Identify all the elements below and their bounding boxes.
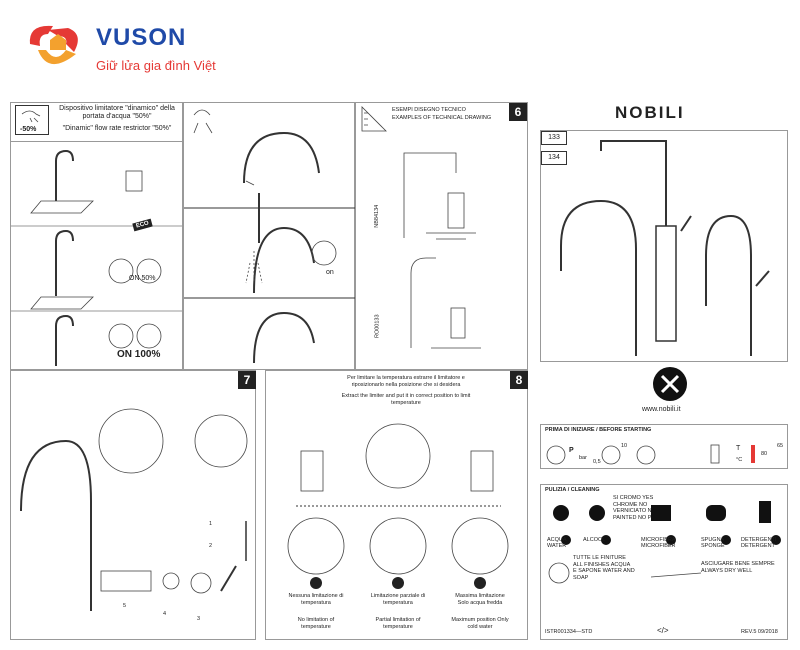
clean-detergent-en: DETERGENT: [741, 543, 775, 549]
technical-drawings: [403, 152, 481, 349]
model-133: 133: [541, 131, 567, 145]
clean-detergent: DETERGENTI: [741, 537, 777, 543]
drawing-title-it: ESEMPI DISEGNO TECNICO: [392, 107, 466, 113]
pressure-min: 0,5: [593, 459, 601, 465]
clean-water: ACQUA: [547, 537, 567, 543]
clean-sponge-en: SPONGE: [701, 543, 725, 549]
aerator-illustrations: [184, 109, 356, 364]
panel-products: 133 134: [540, 130, 788, 362]
clean-alcohol: ALCOOL: [583, 537, 606, 543]
clean-sponge: SPUGNA: [701, 537, 725, 543]
mode-2-it: Limitazione parziale di temperatura: [370, 593, 426, 606]
on-50-label: ON 50%: [129, 275, 156, 282]
mode-2-en: Partial limitation of temperature: [375, 617, 421, 630]
nobili-website[interactable]: www.nobili.it: [642, 406, 681, 413]
panel-temperature-limiter: 8 Per limitare la temperatura estrarre i…: [265, 370, 528, 640]
model-code-a: NB84134: [374, 204, 381, 228]
pressure-p: P: [569, 447, 574, 454]
part-5: 5: [123, 603, 127, 609]
on-100-label: ON 100%: [117, 349, 161, 360]
doc-code: ISTR001334—STD: [545, 629, 593, 635]
clean-microfiber: MICROFIBRA: [641, 537, 676, 543]
mode-1-it: Nessuna limitazione di temperatura: [288, 593, 344, 606]
part-1: 1: [209, 521, 213, 527]
temp-t: T: [736, 445, 741, 452]
faucet-product-images: [560, 140, 770, 356]
drawing-square-icon: [361, 106, 387, 132]
revision: REV.5 09/2018: [741, 629, 778, 635]
brand-logo[interactable]: VUSON Giữ lửa gia đình Việt: [18, 14, 268, 84]
temperature-limiter-illustrations: [287, 423, 509, 589]
model-134: 134: [541, 151, 567, 165]
pressure-temperature-icons: [546, 444, 755, 465]
all-finishes-note: TUTTE LE FINITURE ALL FINISHES ACQUA E S…: [573, 555, 635, 581]
brand-mark-icon: [29, 25, 78, 65]
aerator-on-label: on: [326, 269, 334, 276]
part-3: 3: [197, 616, 201, 622]
panel-number: 7: [238, 371, 256, 389]
tap-spray-icon: [21, 110, 41, 123]
part-2: 2: [209, 543, 213, 549]
limiter-title-it: Dispositivo limitatore "dinamico" della …: [59, 105, 175, 120]
temp-note-en: Extract the limiter and put it in correc…: [341, 393, 471, 406]
pressure-bar: bar: [579, 455, 587, 461]
cleaning-title: PULIZIA / CLEANING: [545, 487, 600, 493]
panel-flow-restrictor: -50% Dispositivo limitatore "dinamico" d…: [10, 102, 183, 370]
mode-3-en: Maximum position Only cold water: [451, 617, 509, 630]
panel-limiter-install: 7 1 2 3 4 5: [10, 370, 256, 640]
drawing-title-en: EXAMPLES OF TECHNICAL DRAWING: [392, 115, 492, 121]
clean-microfiber-en: MICROFIBER: [641, 543, 676, 549]
temp-max-b: 65: [777, 443, 784, 449]
model-code-b: RO00133: [374, 314, 381, 339]
pressure-max: 10: [621, 443, 628, 449]
limiter-illustrations: [11, 149, 183, 366]
panel-number: 8: [510, 371, 528, 389]
code-icon: </>: [657, 626, 669, 635]
part-4: 4: [163, 611, 167, 617]
temp-note-it: Per limitare la temperatura estrarre il …: [347, 375, 465, 388]
cleaning-icons: [548, 501, 781, 584]
mode-1-en: No limitation of temperature: [297, 617, 335, 630]
temp-max-a: 80: [761, 451, 768, 457]
panel-before-starting: PRIMA DI INIZIARE / BEFORE STARTING P ba…: [540, 424, 788, 469]
before-starting-title: PRIMA DI INIZIARE / BEFORE STARTING: [545, 427, 652, 433]
panel-number: 6: [509, 103, 527, 121]
panel-aerator: on: [183, 102, 356, 370]
brand-slogan: Giữ lửa gia đình Việt: [96, 58, 216, 73]
chrome-note: SI CROMO YES CHROME NO VERNICIATO NO PAI…: [613, 495, 660, 521]
limiter-install-illustration: [20, 408, 248, 611]
panel-cleaning: PULIZIA / CLEANING SI CROMO YES CHROME N…: [540, 484, 788, 640]
temp-unit: °C: [736, 457, 743, 463]
brand-name: VUSON: [96, 24, 187, 51]
mode-3-it: Massima limitazione Solo acqua fredda: [455, 593, 505, 606]
flow-badge: -50%: [15, 105, 49, 135]
clean-water-en: WATER: [547, 543, 567, 549]
nobili-logo[interactable]: NOBILI: [615, 103, 685, 122]
dry-note: ASCIUGARE BENE SEMPRE ALWAYS DRY WELL: [701, 561, 775, 574]
tools-icon: [653, 367, 687, 401]
limiter-title-en: "Dinamic" flow rate restrictor "50%": [62, 125, 172, 132]
panel-technical-drawing: 6 ESEMPI DISEGNO TECNICO EXAMPLES OF TEC…: [355, 102, 528, 370]
